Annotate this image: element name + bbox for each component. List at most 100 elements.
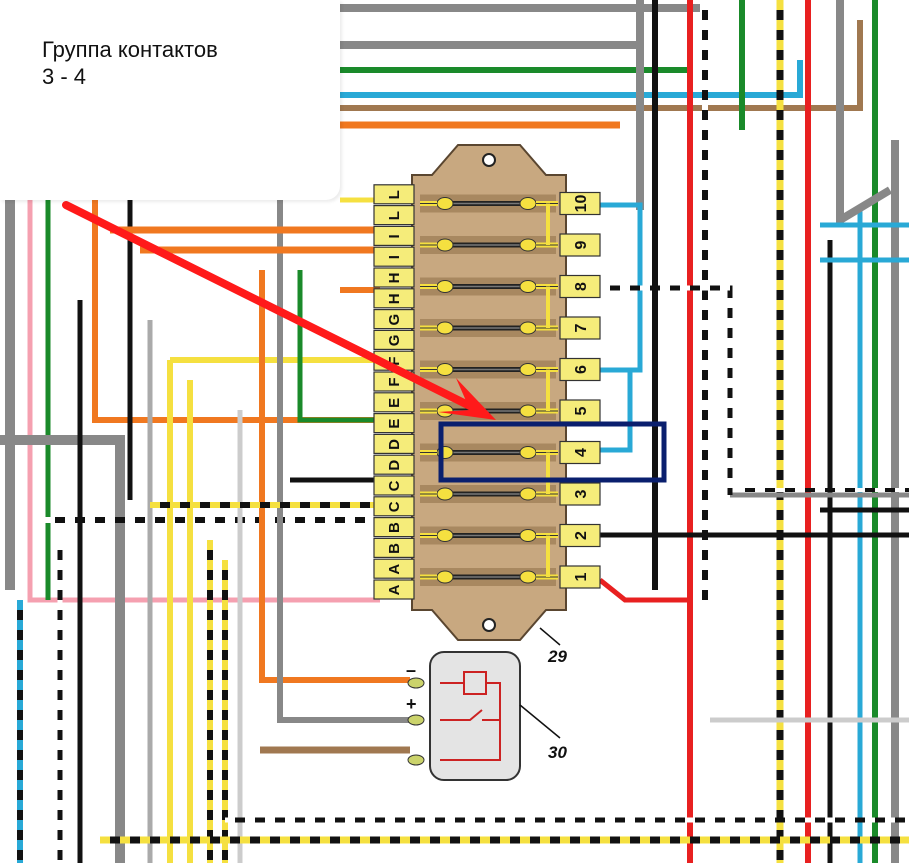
fuse-block-ref: 29 <box>547 647 567 666</box>
left-label: H <box>386 293 403 304</box>
left-label: A <box>386 584 403 595</box>
number-tile <box>559 357 601 382</box>
fuse <box>420 526 558 545</box>
number-tile <box>559 233 601 257</box>
left-label: F <box>386 377 403 386</box>
mount-hole-top <box>482 153 496 167</box>
number-tile <box>559 316 601 340</box>
relay-pin-plus: + <box>406 694 417 714</box>
relay: – + <box>406 651 521 781</box>
fuse-number: 2 <box>573 531 590 540</box>
wire <box>340 60 803 98</box>
wire <box>340 20 863 111</box>
wire <box>600 285 733 495</box>
callout-box: Группа контактов 3 - 4 <box>0 0 340 200</box>
relay-pin-minus: – <box>406 660 416 680</box>
wire <box>836 0 893 228</box>
highlight-box <box>438 421 667 483</box>
left-label-tile <box>373 579 415 600</box>
fuse-number: 5 <box>573 406 590 415</box>
fuse <box>420 319 558 337</box>
relay-terminal-1 <box>407 677 425 689</box>
left-label: D <box>386 439 403 450</box>
fuse-number: 9 <box>573 240 590 249</box>
right-number-tiles: 1 2 3 4 5 6 7 8 9 10 <box>559 191 601 589</box>
number-tile <box>559 565 601 589</box>
wire <box>92 200 380 423</box>
left-label-tile <box>373 537 415 559</box>
left-label: F <box>386 357 403 366</box>
number-tile <box>559 482 601 506</box>
number-tile <box>559 440 601 465</box>
number-tile <box>559 523 601 548</box>
wire <box>600 367 633 453</box>
left-label: C <box>386 501 403 512</box>
number-tile <box>559 191 601 216</box>
wire <box>0 435 125 863</box>
wire <box>598 578 690 603</box>
pointer-arrow <box>62 201 496 420</box>
left-label: H <box>386 273 403 284</box>
number-tile <box>559 274 601 299</box>
left-label: A <box>386 564 403 575</box>
fuse <box>420 443 558 462</box>
left-label-tile <box>373 267 415 288</box>
left-label-tile <box>373 184 415 205</box>
mount-hole-bottom <box>482 618 496 632</box>
fuse-number: 6 <box>573 365 590 374</box>
left-label-tile <box>373 246 415 267</box>
fuse-number: 3 <box>573 489 590 498</box>
relay-terminal-3 <box>407 754 425 766</box>
left-label: C <box>386 480 403 491</box>
left-label: L <box>386 211 403 220</box>
fuse <box>420 568 558 586</box>
left-label: B <box>386 522 403 533</box>
left-label-tile <box>373 475 415 496</box>
fuse-number: 7 <box>573 323 590 332</box>
left-label: I <box>386 255 403 259</box>
fuse <box>420 236 558 254</box>
fuse <box>420 485 558 503</box>
left-label: E <box>386 419 403 429</box>
left-label: G <box>386 314 403 326</box>
left-label: G <box>386 335 403 347</box>
left-label-tile <box>373 413 415 434</box>
left-label-tile <box>373 454 415 475</box>
fuses <box>420 194 558 586</box>
relay-terminal-2 <box>407 714 425 726</box>
relay-ref: 30 <box>548 743 567 762</box>
callout-text: Группа контактов 3 - 4 <box>42 37 218 89</box>
fuse-number: 10 <box>573 195 590 213</box>
left-label: E <box>386 398 403 408</box>
fuse <box>420 277 558 296</box>
fuse-number: 8 <box>573 282 590 291</box>
left-label-tile <box>373 309 415 330</box>
relay-circuit <box>440 682 501 761</box>
left-label-tile <box>373 329 415 350</box>
wire <box>259 270 410 683</box>
left-label-tile <box>373 433 415 454</box>
left-label: L <box>386 190 403 199</box>
left-label-tile <box>373 288 415 309</box>
leader-29 <box>539 627 561 646</box>
left-label-tile <box>373 225 415 246</box>
wire <box>277 200 410 723</box>
left-label: I <box>386 234 403 238</box>
leader-30 <box>519 704 561 739</box>
fuse <box>420 194 558 213</box>
left-label-tile <box>373 392 415 413</box>
left-label: D <box>386 460 403 471</box>
fuse-number: 4 <box>573 448 590 457</box>
fuse <box>420 360 558 379</box>
fuse-block-body <box>411 144 567 641</box>
left-label-tile <box>373 205 415 226</box>
left-label-tile <box>373 516 415 538</box>
fuse-number: 1 <box>573 572 590 581</box>
left-label-tile <box>373 558 415 579</box>
left-label: B <box>386 543 403 554</box>
left-label-tile <box>373 496 415 517</box>
